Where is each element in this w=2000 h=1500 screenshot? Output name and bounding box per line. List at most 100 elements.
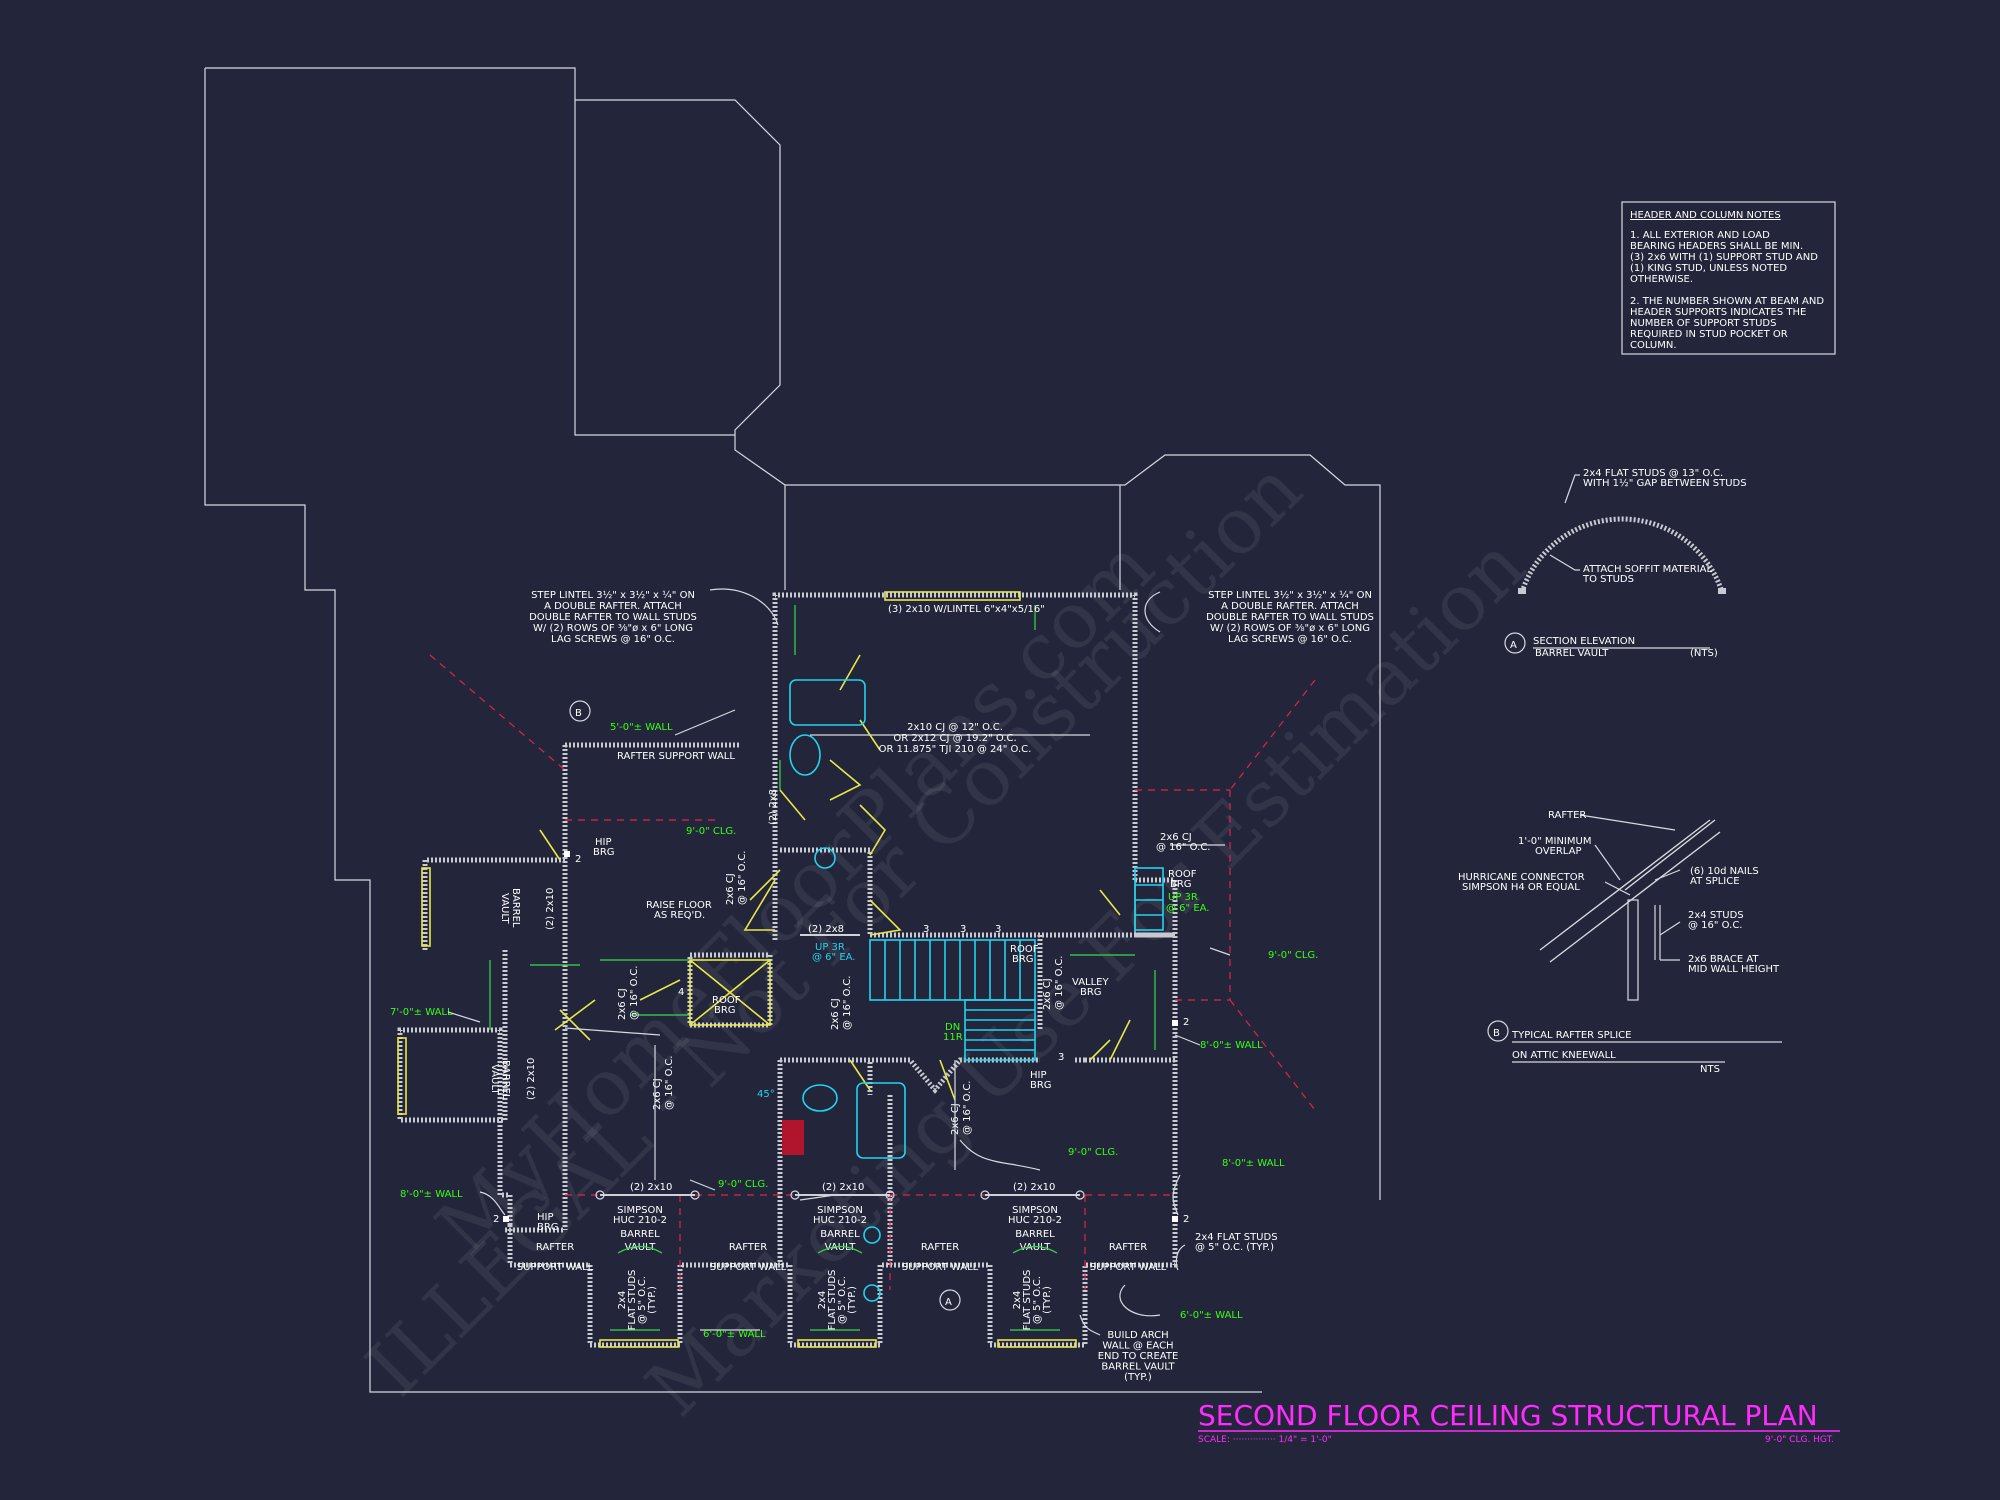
simpson-line-2: HUC 210-2	[813, 1215, 867, 1226]
barrel-vault-line-1: BARREL	[820, 1229, 860, 1240]
detail-a-section: 2x4 FLAT STUDS @ 13" O.C. WITH 1½" GAP B…	[1504, 468, 1747, 659]
hip-brg-3-line-1: HIP	[537, 1212, 554, 1223]
arch-note-line: END TO CREATE	[1098, 1351, 1179, 1362]
step-lintel-right-line: W/ (2) ROWS OF ⅜"ø x 6" LONG	[1210, 623, 1370, 634]
flat-studs-rotated: 2x4	[617, 1291, 628, 1310]
notes-title: HEADER AND COLUMN NOTES	[1630, 210, 1781, 221]
raise-floor-line-2: AS REQ'D.	[654, 910, 705, 921]
wall-8-b-label: 8'-0"± WALL	[1222, 1158, 1285, 1169]
barrel-vault-left-1: BARREL	[510, 888, 521, 928]
barrel-vault-left2-2: VAULT	[489, 1064, 500, 1096]
cj-main-line: OR 11.875" TJI 210 @ 24" O.C.	[879, 744, 1032, 755]
detail-a-note-2a: ATTACH SOFFIT MATERIAL	[1583, 564, 1712, 575]
studs-2-d: 2	[575, 854, 581, 865]
flat-studs-rotated: @ 5" O.C.	[837, 1276, 848, 1324]
rafter-support-line-2: SUPPORT WALL	[710, 1262, 787, 1273]
roof-bearing-box	[689, 959, 771, 1026]
header-2x8-label: (2) 2x8	[808, 924, 844, 935]
detail-b-hurricane-2: SIMPSON H4 OR EQUAL	[1462, 882, 1580, 893]
flat-studs-rotated: 2x4	[817, 1291, 828, 1310]
rafter-support-line-1: RAFTER	[536, 1242, 574, 1253]
cj-vert-4-line-1: 2x6 CJ	[830, 998, 841, 1030]
detail-a-note-1b: WITH 1½" GAP BETWEEN STUDS	[1583, 477, 1747, 489]
notes-line: HEADER SUPPORTS INDICATES THE	[1630, 307, 1806, 318]
cj-right-line-1: 2x6 CJ	[1160, 832, 1192, 843]
small-stair	[1134, 867, 1164, 931]
flat-studs-rotated: FLAT STUDS	[627, 1270, 638, 1331]
sink-icon-3	[863, 1284, 881, 1302]
detail-a-nts: (NTS)	[1690, 648, 1718, 659]
header-column-notes: HEADER AND COLUMN NOTES 1. ALL EXTERIOR …	[1621, 201, 1836, 355]
step-lintel-left-line: LAG SCREWS @ 16" O.C.	[551, 634, 675, 645]
detail-a-bubble-label: A	[1510, 640, 1517, 651]
barrel-vault-line-1: BARREL	[1015, 1229, 1055, 1240]
up3r-1-line-2: @ 6" EA.	[812, 952, 855, 963]
cj-main-line: 2x10 CJ @ 12" O.C.	[907, 722, 1003, 733]
cj-vert-2-line-2: @ 16" O.C.	[629, 966, 640, 1021]
roof-brg-2-line-2: BRG	[1012, 954, 1034, 965]
leader-lines	[479, 588, 1231, 1336]
detail-b-brace-2: MID WALL HEIGHT	[1688, 964, 1780, 975]
clg-9-c-label: 9'-0" CLG.	[1068, 1147, 1118, 1158]
drawing-scale: SCALE: ··············· 1/4" = 1'-0"	[1198, 1435, 1332, 1445]
header-2x10-1: (2) 2x10	[630, 1182, 672, 1193]
detail-b-overlap-1: 1'-0" MINIMUM	[1518, 836, 1591, 847]
notes-line: (3) 2x6 WITH (1) SUPPORT STUD AND	[1630, 252, 1818, 263]
wall-7-label: 7'-0"± WALL	[390, 1007, 453, 1018]
flat-studs-rotated: FLAT STUDS	[827, 1270, 838, 1331]
wall-8-a-label: 8'-0"± WALL	[1200, 1040, 1263, 1051]
simpson-line-1: SIMPSON	[1012, 1205, 1058, 1216]
valley-brg-line-2: BRG	[1080, 987, 1102, 998]
flat-studs-rotated: @ 5" O.C.	[1032, 1276, 1043, 1324]
rafter-support-line-1: RAFTER	[1109, 1242, 1147, 1253]
toilet-icon-2	[802, 1084, 838, 1112]
doors-windows	[397, 591, 1131, 1348]
detail-b-studs-1: 2x4 STUDS	[1688, 910, 1744, 921]
rafter-support-line-1: RAFTER	[921, 1242, 959, 1253]
notes-line: 1. ALL EXTERIOR AND LOAD	[1630, 230, 1770, 241]
detail-b-rafter: RAFTER	[1548, 810, 1586, 821]
step-lintel-left-line: A DOUBLE RAFTER. ATTACH	[544, 601, 682, 612]
barrel-vault-left2-1: BARREL	[500, 1060, 511, 1100]
step-lintel-left-line: DOUBLE RAFTER TO WALL STUDS	[529, 612, 697, 623]
studs-4: 4	[678, 987, 684, 998]
bathtub-icon-2	[856, 1082, 906, 1159]
step-lintel-left-line: STEP LINTEL 3½" x 3½" x ¼" ON	[531, 589, 695, 601]
valley-brg-line-1: VALLEY	[1072, 977, 1110, 988]
drawing-clg-height: 9'-0" CLG. HGT.	[1765, 1435, 1834, 1445]
stairs	[869, 939, 1036, 1061]
flat-studs-rotated: 2x4	[1012, 1291, 1023, 1310]
hip-brg-3-line-2: BRG	[537, 1222, 559, 1233]
rafter-support-line-2: SUPPORT WALL	[517, 1262, 594, 1273]
rafter-support-line-2: SUPPORT WALL	[1090, 1262, 1167, 1273]
plan-annotations: STEP LINTEL 3½" x 3½" x ¼" ONA DOUBLE RA…	[390, 589, 1374, 1383]
wall-6-a-label: 6'-0"± WALL	[1180, 1310, 1243, 1321]
arch-note-line: WALL @ EACH	[1102, 1341, 1173, 1352]
up3r-1-line-1: UP 3R	[815, 942, 845, 953]
hip-brg-1-line-1: HIP	[595, 837, 612, 848]
cj-vert-4-line-2: @ 16" O.C.	[842, 976, 853, 1031]
interior-lines	[489, 605, 1156, 1331]
detail-b-nails-1: (6) 10d NAILS	[1690, 866, 1759, 877]
detail-a-note-2b: TO STUDS	[1582, 574, 1634, 585]
hip-brg-1-line-2: BRG	[593, 847, 615, 858]
notes-line: BEARING HEADERS SHALL BE MIN.	[1630, 241, 1803, 252]
studs-3-a: 3	[923, 924, 929, 935]
cj-right-line-2: @ 16" O.C.	[1156, 842, 1211, 853]
up3r-2-line-2: @ 6" EA.	[1166, 903, 1209, 914]
roof-outline	[204, 67, 1381, 1393]
simpson-line-1: SIMPSON	[617, 1205, 663, 1216]
studs-2-a: 2	[1183, 1017, 1189, 1028]
step-lintel-note-right: STEP LINTEL 3½" x 3½" x ¼" ONA DOUBLE RA…	[1206, 589, 1374, 645]
cj-vert-5-line-2: @ 16" O.C.	[1054, 956, 1065, 1011]
clg-9-d-label: 9'-0" CLG.	[718, 1179, 768, 1190]
step-lintel-left-line: W/ (2) ROWS OF ⅜"ø x 6" LONG	[533, 623, 693, 634]
roof-brg-2-line-1: ROOF	[1010, 944, 1039, 955]
detail-b-studs-2: @ 16" O.C.	[1688, 920, 1743, 931]
clg-9-a-label: 9'-0" CLG.	[686, 826, 736, 837]
step-lintel-right-line: A DOUBLE RAFTER. ATTACH	[1221, 601, 1359, 612]
notes-line: COLUMN.	[1630, 340, 1677, 351]
header-2x10-2: (2) 2x10	[822, 1182, 864, 1193]
barrel-vault-line-2: VAULT	[825, 1242, 857, 1253]
